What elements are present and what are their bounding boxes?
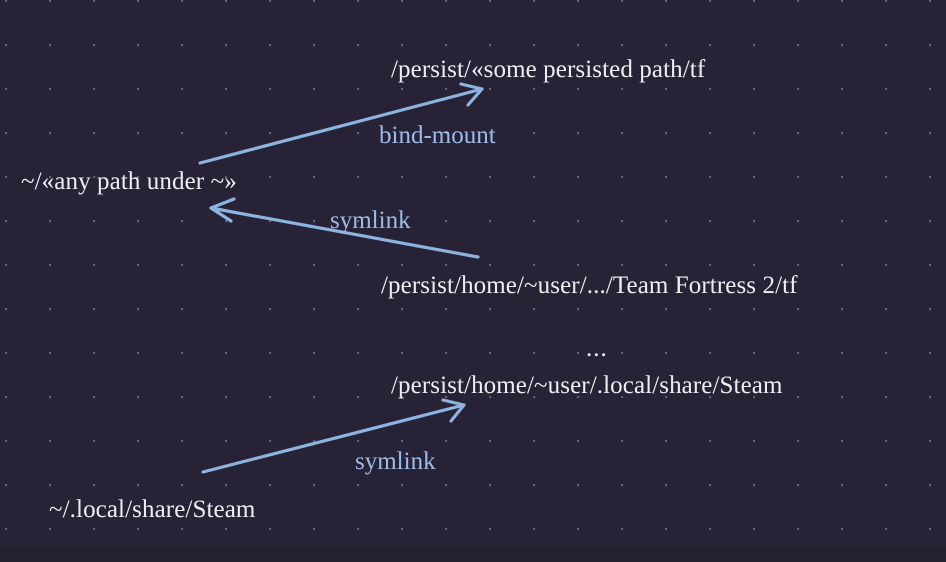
edge-label-bind-mount: bind-mount <box>379 122 496 149</box>
node-persist-some-path: /persist/«some persisted path/tf <box>391 56 706 83</box>
ellipsis-marker: ... <box>586 335 608 362</box>
node-persist-steam: /persist/home/~user/.local/share/Steam <box>391 372 783 399</box>
edge-label-symlink-steam: symlink <box>355 448 436 475</box>
canvas-bottom-edge <box>0 546 946 562</box>
node-home-any-path: ~/«any path under ~» <box>21 168 237 195</box>
edge-label-symlink-team-fortress-2: symlink <box>330 207 411 234</box>
node-persist-team-fortress-2: /persist/home/~user/.../Team Fortress 2/… <box>381 272 798 299</box>
node-home-steam: ~/.local/share/Steam <box>49 496 256 523</box>
